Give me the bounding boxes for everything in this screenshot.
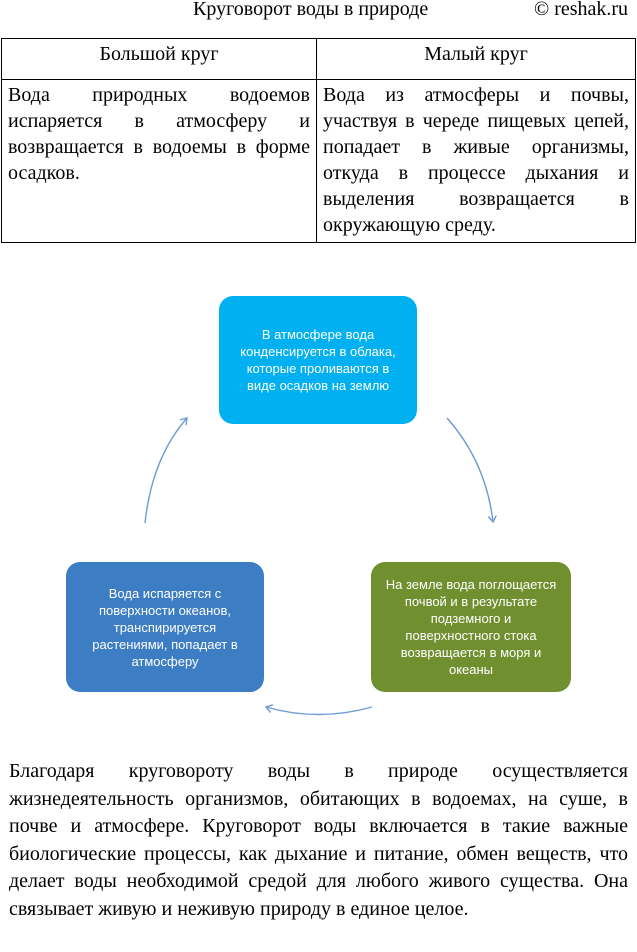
conclusion-paragraph: Благодаря круговороту воды в природе осу… bbox=[9, 760, 628, 920]
cell-big-circle: Вода природных водоемов испаряется в атм… bbox=[1, 79, 317, 243]
water-cycle-diagram: В атмосфере вода конденсируется в облака… bbox=[0, 290, 637, 730]
column-header-big-circle: Большой круг bbox=[1, 38, 317, 80]
comparison-table: Большой круг Малый круг Вода природных в… bbox=[1, 38, 636, 243]
arrow-left-to-top bbox=[144, 417, 188, 524]
column-header-small-circle: Малый круг bbox=[316, 38, 636, 80]
page-title: Круговорот воды в природе bbox=[193, 0, 429, 20]
page-header: Круговорот воды в природе © reshak.ru bbox=[0, 0, 637, 24]
step-runoff-box: На земле вода поглощается почвой и в рез… bbox=[371, 562, 571, 692]
arrow-top-to-right bbox=[446, 417, 497, 524]
step-evaporation-box: Вода испаряется с поверхности океанов, т… bbox=[66, 562, 264, 692]
step-condensation-box: В атмосфере вода конденсируется в облака… bbox=[219, 296, 417, 424]
cell-small-circle: Вода из атмосферы и почвы, участвуя в че… bbox=[316, 79, 636, 243]
cycle-arrows bbox=[144, 417, 497, 716]
table-header-row: Большой круг Малый круг bbox=[1, 38, 636, 80]
arrow-right-to-left bbox=[264, 704, 373, 716]
table-row: Вода природных водоемов испаряется в атм… bbox=[1, 79, 636, 243]
watermark: © reshak.ru bbox=[534, 0, 629, 20]
